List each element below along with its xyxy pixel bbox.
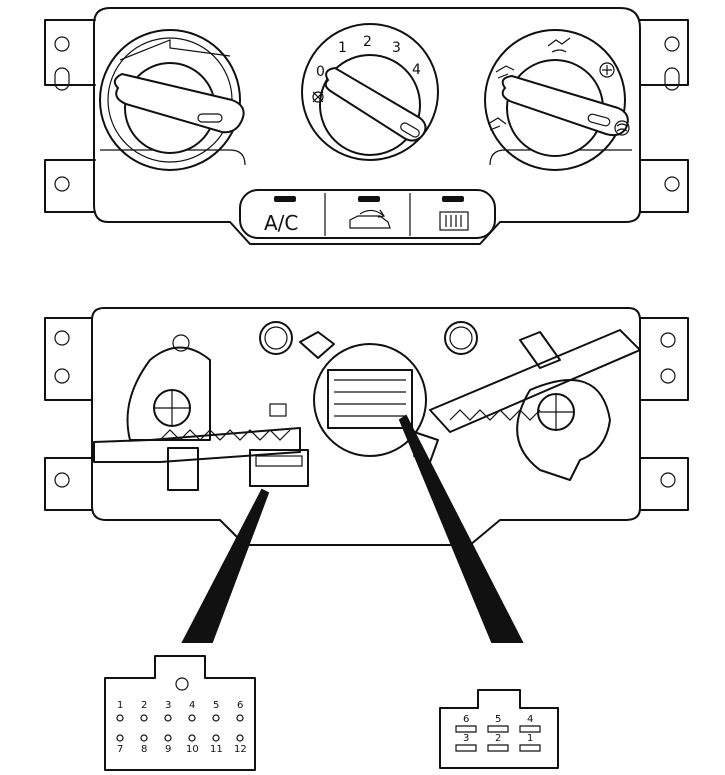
pin-label-7: 7: [117, 744, 123, 755]
pin-label-5: 5: [213, 700, 219, 711]
rear-defrost-button[interactable]: [439, 196, 469, 231]
pin-label-8: 8: [141, 744, 147, 755]
pin-4-small: 4: [519, 714, 541, 733]
left-cable-mechanism: [93, 334, 301, 491]
pin-label-11: 11: [210, 744, 223, 755]
blower-switch: [313, 343, 439, 463]
pin-label-6-small: 6: [463, 714, 469, 725]
connector-12pin-detail: 1 2 3 4 5 6 7 8 9 10 11 12: [104, 655, 256, 771]
connector-12pin-top-row: 1 2 3 4 5 6: [116, 700, 244, 722]
pin-label-10: 10: [186, 744, 199, 755]
recirculation-button[interactable]: [349, 196, 391, 229]
pin-label-2: 2: [141, 700, 147, 711]
pin-1-small: 1: [519, 733, 541, 752]
pin-label-9: 9: [165, 744, 171, 755]
callout-pointer-left: [181, 488, 270, 643]
pin-5: 5: [212, 700, 220, 722]
fan-speed-label-1: 1: [338, 40, 347, 56]
pin-5-small: 5: [487, 714, 509, 733]
pin-10: 10: [186, 734, 199, 755]
pin-label-6: 6: [237, 700, 243, 711]
right-cable-mechanism: [429, 329, 641, 481]
pin-3-small: 3: [455, 733, 477, 752]
mode-dial[interactable]: [484, 29, 630, 171]
fan-speed-label-0: 0: [316, 64, 325, 80]
pin-11: 11: [210, 734, 223, 755]
pin-4: 4: [188, 700, 196, 722]
connector-6pin-detail: 6 5 4 3 2 1: [439, 689, 559, 769]
pin-2: 2: [140, 700, 148, 722]
recirculation-car-icon: [349, 209, 391, 229]
pin-12: 12: [234, 734, 247, 755]
defrost-feet-icon: [599, 62, 615, 78]
ac-button-label: A/C: [264, 211, 298, 235]
face-feet-vent-icon: [495, 65, 515, 79]
pin-label-3-small: 3: [463, 733, 469, 744]
temperature-dial[interactable]: [99, 29, 245, 171]
pin-8: 8: [140, 734, 148, 755]
pin-label-1-small: 1: [527, 733, 533, 744]
pin-label-1: 1: [117, 700, 123, 711]
pin-9: 9: [164, 734, 172, 755]
rear-control-panel: [44, 307, 689, 546]
face-vent-icon: [547, 37, 571, 53]
pin-label-2-small: 2: [495, 733, 501, 744]
pin-label-4: 4: [189, 700, 195, 711]
fan-speed-dial[interactable]: 0 1 2 3 4: [301, 23, 439, 161]
feet-vent-icon: [487, 117, 507, 131]
fan-speed-label-4: 4: [412, 62, 421, 78]
connector-6pin-top-row: 6 5 4: [455, 714, 541, 733]
fan-icon: [312, 91, 324, 103]
callout-pointer-right: [398, 414, 524, 643]
rear-defrost-icon: [439, 211, 469, 231]
windshield-defrost-icon: [614, 120, 630, 136]
panel-12pin-connector: [249, 403, 309, 487]
connector-12pin-bottom-row: 7 8 9 10 11 12: [116, 734, 247, 755]
fan-speed-label-3: 3: [392, 40, 401, 56]
button-strip: A/C: [239, 189, 496, 239]
pin-2-small: 2: [487, 733, 509, 752]
ac-button[interactable]: A/C: [264, 196, 298, 235]
connector-6pin-bottom-row: 3 2 1: [455, 733, 541, 752]
pin-label-12: 12: [234, 744, 247, 755]
pin-label-5-small: 5: [495, 714, 501, 725]
pin-6: 6: [236, 700, 244, 722]
pin-label-4-small: 4: [527, 714, 533, 725]
fan-speed-label-2: 2: [363, 34, 372, 50]
pin-3: 3: [164, 700, 172, 722]
pin-label-3: 3: [165, 700, 171, 711]
pin-1: 1: [116, 700, 124, 722]
pin-6-small: 6: [455, 714, 477, 733]
front-control-panel: 0 1 2 3 4: [44, 7, 689, 245]
pin-7: 7: [116, 734, 124, 755]
